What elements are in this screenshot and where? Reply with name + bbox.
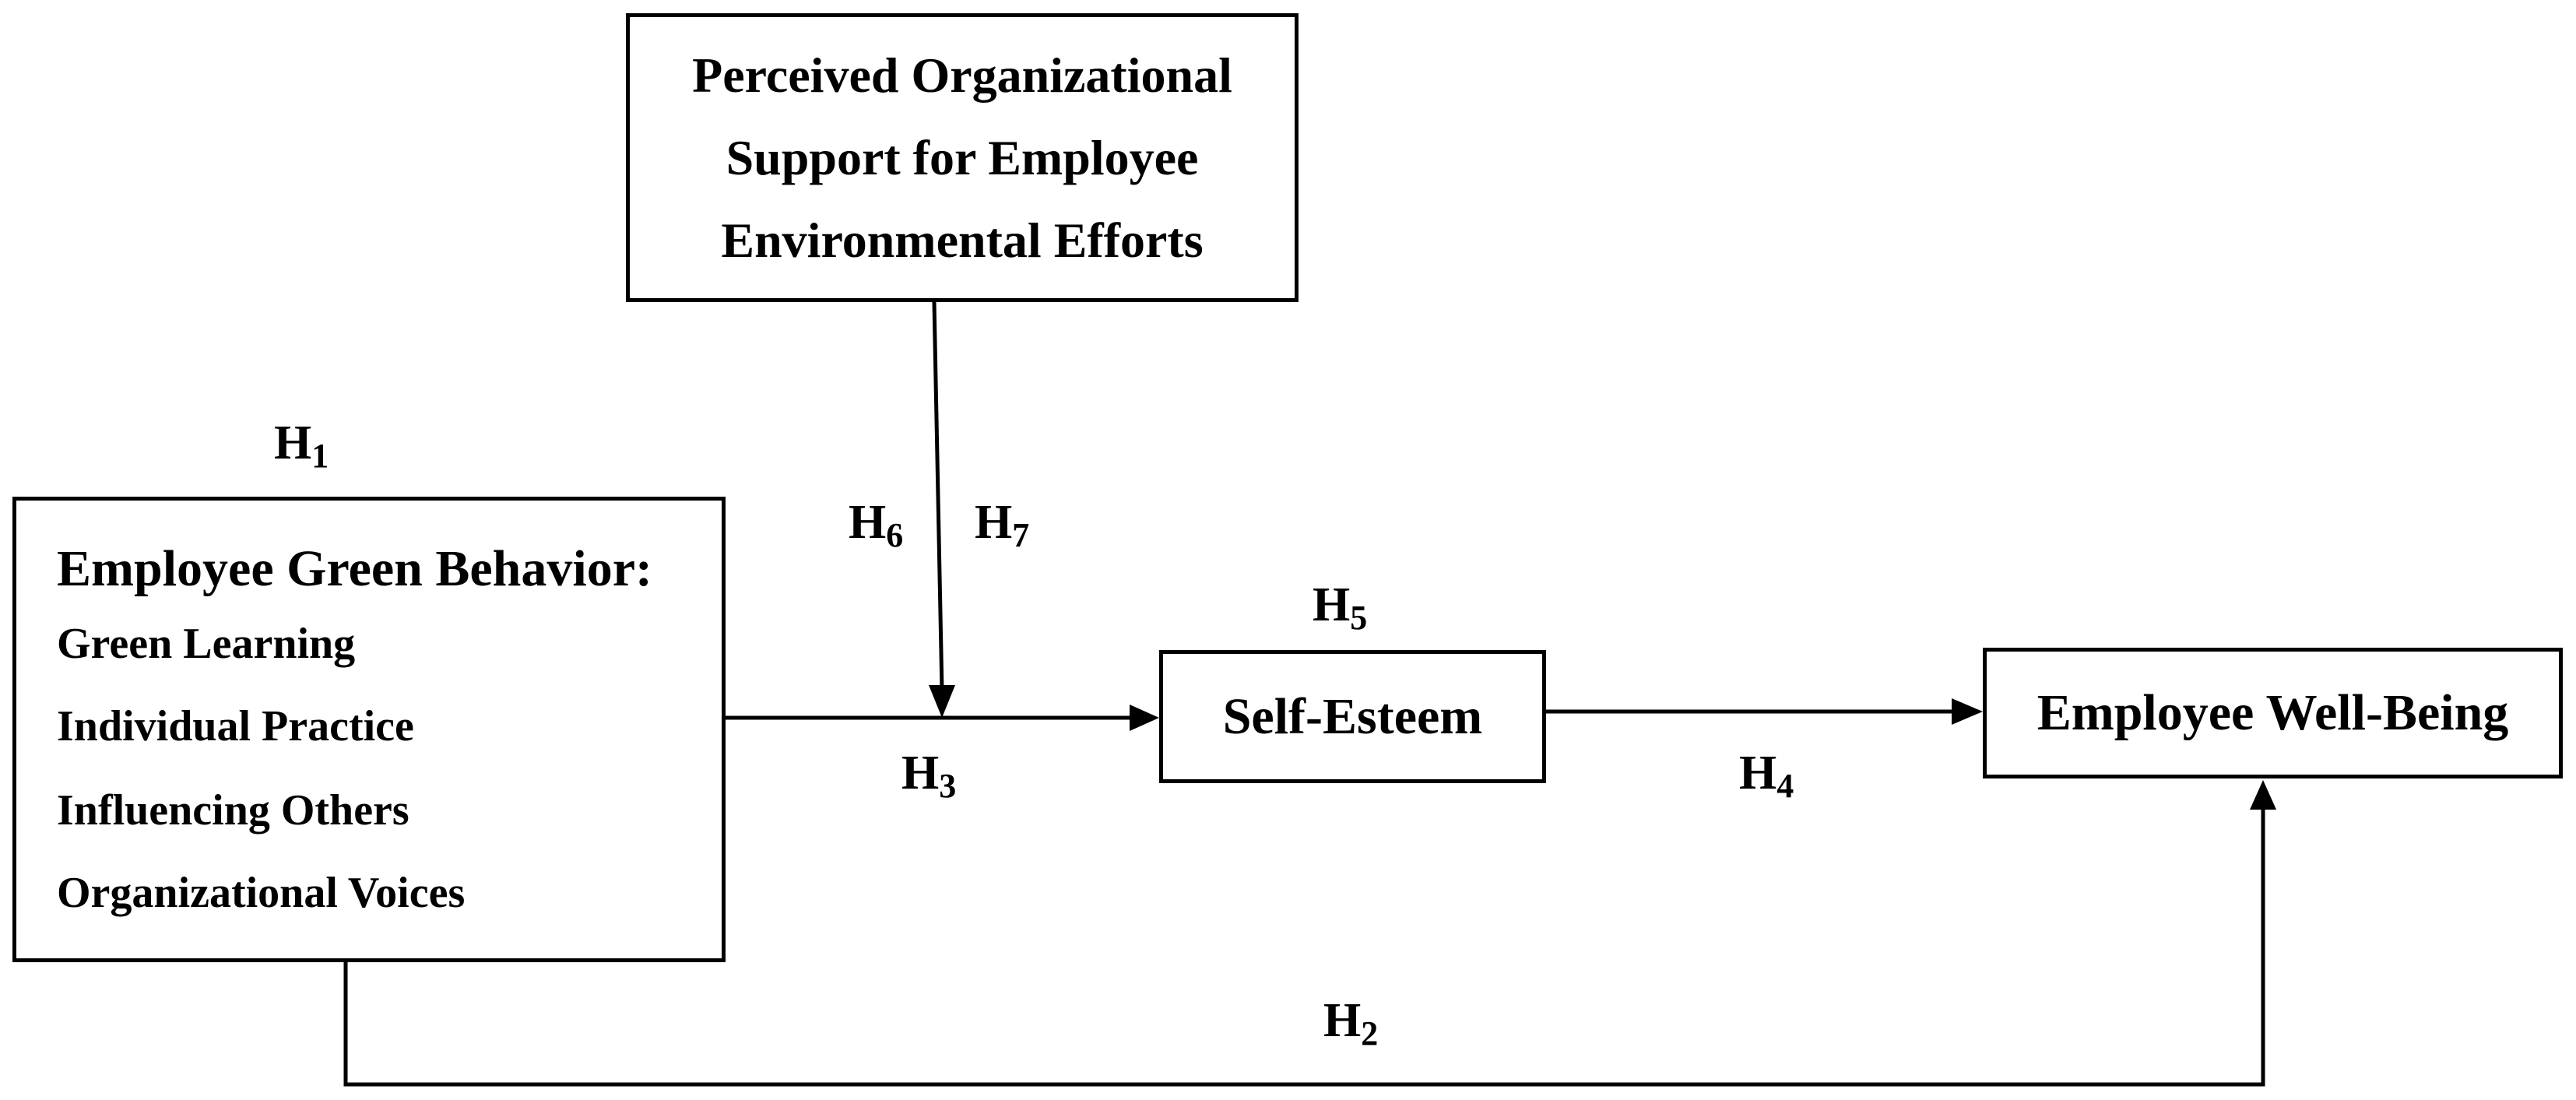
employee-well-being-label: Employee Well-Being [2037,684,2509,741]
poss-line-1: Perceived Organizational [692,47,1232,103]
h3-subscript: 3 [939,767,957,805]
h5-subscript: 5 [1350,599,1368,637]
h7-letter: H [975,496,1013,549]
self-esteem-label: Self-Esteem [1222,687,1483,745]
egb-item-green-learning: Green Learning [57,620,356,668]
self-esteem-box: Self-Esteem [1159,650,1546,783]
egb-item-organizational-voices: Organizational Voices [57,869,466,917]
egb-title: Employee Green Behavior: [57,540,652,597]
h1-subscript: 1 [311,437,329,475]
egb-item-individual-practice: Individual Practice [57,702,414,750]
hypothesis-label-h4: H4 [1739,746,1794,806]
egb-to-ewb-path [343,810,2265,1087]
hypothesis-label-h1: H1 [274,416,329,476]
hypothesis-label-h3: H3 [901,746,956,806]
employee-green-behavior-box: Employee Green Behavior: Green Learning … [12,497,726,962]
egb-item-influencing-others: Influencing Others [57,786,409,835]
h2-subscript: 2 [1361,1014,1379,1053]
moderation-arrow-head [929,685,955,718]
h2-letter: H [1323,994,1362,1047]
egb-to-ewb-arrow-head [2250,780,2276,810]
se-to-ewb-arrow-head [1952,698,1983,725]
h3-letter: H [901,747,940,800]
hypothesis-label-h6: H6 [849,495,903,555]
hypothesis-label-h5: H5 [1313,578,1367,638]
h5-letter: H [1313,578,1351,631]
h1-letter: H [274,416,312,469]
poss-line-2: Support for Employee [726,129,1199,185]
h6-letter: H [849,496,887,549]
h4-letter: H [1739,747,1777,800]
moderation-arrow-line [932,301,944,692]
hypothesis-label-h2: H2 [1323,993,1378,1053]
egb-to-se-arrow-head [1130,705,1159,731]
poss-line-3: Environmental Efforts [721,212,1204,268]
perceived-organizational-support-box: Perceived Organizational Support for Emp… [626,13,1299,302]
employee-well-being-box: Employee Well-Being [1983,648,2563,778]
h7-subscript: 7 [1012,516,1030,554]
hypothesis-label-h7: H7 [975,495,1029,555]
h6-subscript: 6 [886,516,904,554]
h4-subscript: 4 [1776,767,1794,805]
